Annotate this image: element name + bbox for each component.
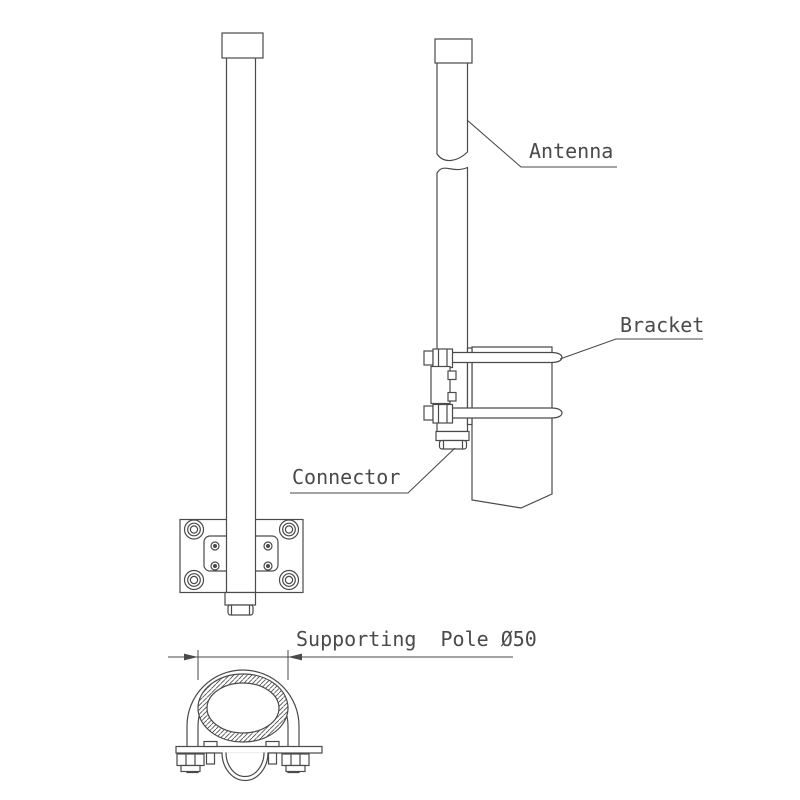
flange-bolt [278, 569, 300, 591]
bracket-plate [466, 347, 473, 426]
antenna-cap-side [434, 38, 473, 64]
label-supporting-pole-dimension: Supporting Pole Ø50 [296, 627, 537, 651]
pole-inner [206, 682, 280, 734]
label-bracket: Bracket [620, 313, 705, 337]
u-bolt-rod-top [449, 351, 563, 364]
connector-side [435, 430, 470, 450]
hex-nut-bottom [423, 403, 454, 424]
flange-bolt [183, 519, 205, 540]
antenna-cap [221, 32, 264, 59]
bar-screws [203, 740, 280, 765]
clamp-block [430, 365, 457, 405]
antenna-tube [225, 49, 257, 594]
label-connector: Connector [292, 465, 401, 489]
bracket-bar [175, 745, 323, 754]
flange-bolt [183, 569, 205, 591]
saddle-clamp [221, 752, 269, 782]
label-antenna: Antenna [529, 139, 614, 163]
leader-bracket [559, 338, 703, 360]
dimension-arrow-right [288, 653, 302, 661]
leader-connector [290, 447, 456, 494]
flange-bolts [183, 519, 300, 591]
leg-nut-right [281, 753, 310, 773]
supporting-pole [471, 346, 553, 509]
antenna-tube-upper [436, 54, 469, 162]
dimension-pole-diameter [168, 650, 513, 680]
bottom-view [168, 650, 513, 782]
front-view [179, 32, 304, 616]
connector-front [224, 591, 257, 616]
dimension-arrow-left [184, 653, 198, 661]
clamp-screws [210, 541, 273, 571]
leader-antenna [466, 119, 617, 168]
u-bolt-rod-bottom [449, 407, 563, 419]
leg-nut-left [176, 753, 205, 773]
flange-bolt [278, 519, 300, 540]
hex-nut-top [423, 348, 454, 369]
leader-lines [290, 119, 703, 494]
side-view [423, 38, 563, 509]
